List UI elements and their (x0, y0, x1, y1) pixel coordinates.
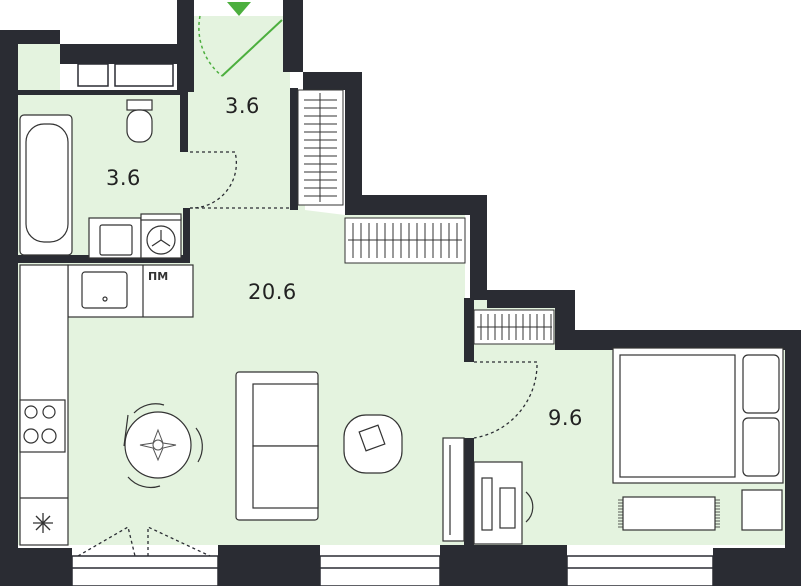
balcony-door-2 (147, 525, 211, 557)
rug-fringe (618, 499, 720, 528)
bathroom-area-label: 3.6 (106, 166, 141, 190)
toilet-bowl (126, 109, 153, 143)
bath-sink (99, 224, 133, 256)
window-3 (566, 555, 714, 586)
wall-niche-top (60, 44, 182, 64)
entrance-arrow-icon (227, 2, 251, 16)
bedroom-door (473, 361, 538, 439)
wall-right-outer (785, 330, 801, 586)
kitchen (19, 264, 194, 546)
table-decor (139, 428, 177, 462)
dining-chairs (123, 403, 203, 489)
wall-hall-right-top (283, 0, 303, 72)
windows (71, 63, 714, 586)
wall-top-left (0, 30, 60, 44)
wall-right-step-1 (303, 72, 362, 195)
window-2 (319, 555, 441, 586)
wall-hall-left-top (177, 0, 194, 92)
wall-bedroom-part-low (464, 438, 474, 548)
window-top-2 (114, 63, 174, 87)
hangers (304, 93, 552, 340)
wall-bottom-2 (218, 545, 320, 586)
wall-bath-right (180, 90, 188, 152)
wall-bottom-1 (0, 548, 72, 586)
tv-stand (442, 437, 465, 542)
pillow-1 (742, 354, 780, 414)
wall-right-step-3 (470, 290, 801, 350)
bedroom-area-label: 9.6 (548, 406, 583, 430)
desk-chair (525, 491, 534, 523)
interior-doors (77, 151, 538, 557)
wall-hall-right (290, 88, 298, 210)
wall-bedroom-part (464, 298, 474, 362)
wall-right-step-2 (345, 195, 487, 300)
kitchen-sink (81, 271, 128, 309)
hall-area-label: 3.6 (225, 94, 260, 118)
dining-table (124, 411, 192, 479)
rug (622, 496, 716, 531)
living-area-label: 20.6 (248, 280, 297, 304)
wall-bottom-4 (713, 548, 801, 586)
bathtub-inner (25, 123, 69, 243)
bathroom-fixtures (19, 99, 182, 259)
window-1 (71, 555, 219, 586)
pillow-2 (742, 417, 780, 477)
toilet-tank (126, 99, 153, 111)
wall-left-outer (0, 30, 18, 586)
dishwasher-label: ПМ (148, 270, 169, 283)
bath-door (189, 151, 238, 209)
wall-bath-top (18, 90, 188, 95)
hall-floor (185, 16, 305, 210)
bedroom-furniture (473, 347, 784, 545)
wall-bath-bottom (10, 255, 188, 263)
snowflake-icon (33, 513, 53, 533)
wall-bottom-3 (440, 545, 567, 586)
bedside (741, 489, 783, 531)
wall-bath-right-low (183, 208, 190, 263)
balcony-door-1 (77, 526, 136, 557)
living-furniture (124, 371, 465, 542)
window-top-1 (77, 63, 109, 87)
entrance-door[interactable] (198, 2, 283, 77)
